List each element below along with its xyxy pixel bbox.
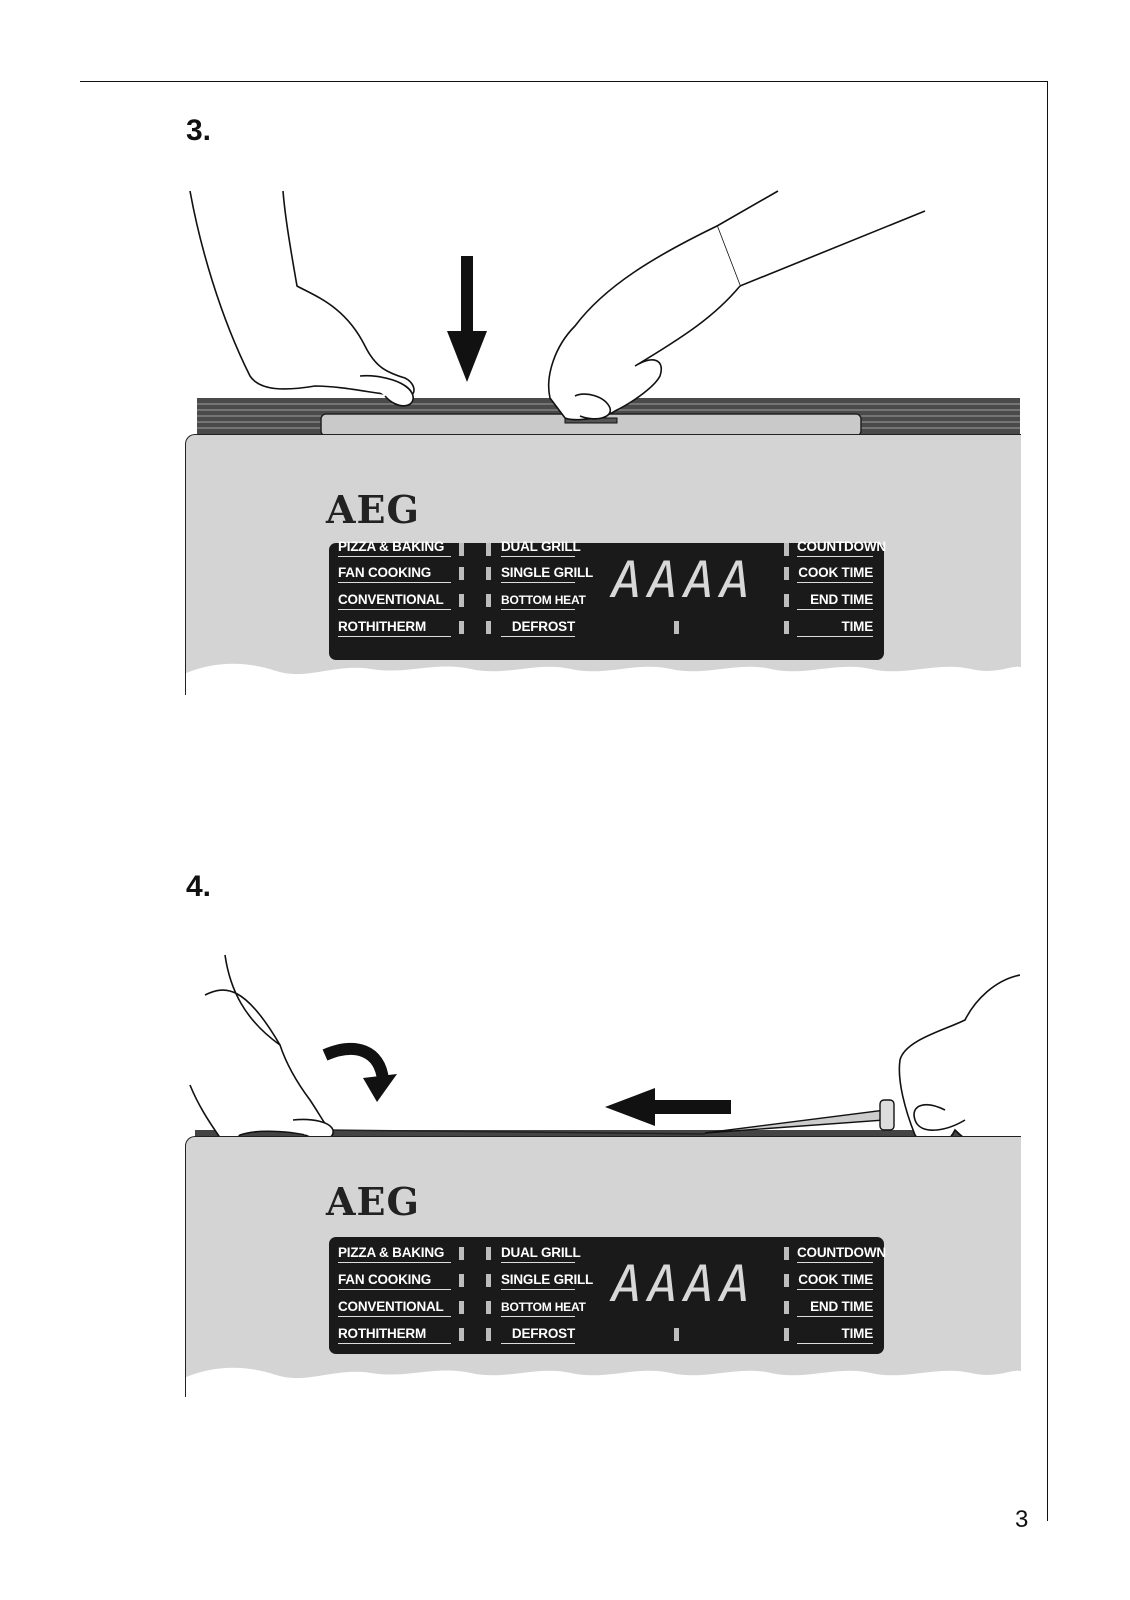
aeg-logo: AEG (326, 1179, 420, 1224)
label-fan-cooking: FAN COOKING (338, 1272, 451, 1290)
indicator (459, 1328, 464, 1341)
right-sleeve (716, 190, 926, 288)
step-3-illustration: AEG PIZZA & BAKING FAN COOKING CONVENTIO… (185, 186, 1021, 706)
indicator (486, 567, 491, 580)
indicator (459, 621, 464, 634)
indicator (784, 1247, 789, 1260)
label-rothitherm: ROTHITHERM (338, 1326, 451, 1344)
indicator (486, 594, 491, 607)
screwdriver-icon (704, 1109, 886, 1134)
page-right-rule (1047, 81, 1048, 1521)
panel-cutoff-wave (186, 663, 1021, 695)
label-bottom-heat: BOTTOM HEAT (501, 1299, 586, 1317)
label-dual-grill: DUAL GRILL (501, 1245, 581, 1263)
step-4-drawing (189, 954, 1020, 1153)
label-defrost: DEFROST (501, 619, 575, 637)
seven-segment-display: AAAA (612, 551, 757, 609)
indicator (459, 567, 464, 580)
indicator (486, 1247, 491, 1260)
label-rothitherm: ROTHITHERM (338, 619, 451, 637)
indicator (784, 594, 789, 607)
indicator (674, 1328, 679, 1341)
curved-arrow-icon (322, 1043, 389, 1082)
oven-front-panel: AEG PIZZA & BAKING FAN COOKING CONVENTIO… (185, 1136, 1021, 1397)
indicator (459, 1274, 464, 1287)
indicator (486, 1274, 491, 1287)
label-defrost: DEFROST (501, 1326, 575, 1344)
label-conventional: CONVENTIONAL (338, 1299, 451, 1317)
indicator (459, 543, 464, 556)
oven-front-panel: AEG PIZZA & BAKING FAN COOKING CONVENTIO… (185, 434, 1021, 695)
page-top-rule (80, 81, 1048, 82)
page-number: 3 (1015, 1506, 1029, 1533)
step-4-illustration: AEG PIZZA & BAKING FAN COOKING CONVENTIO… (185, 950, 1021, 1470)
control-panel: PIZZA & BAKING FAN COOKING CONVENTIONAL … (329, 539, 886, 660)
indicator (486, 621, 491, 634)
step-3-number: 3. (186, 114, 212, 147)
indicator (784, 543, 789, 556)
seven-segment-display: AAAA (612, 1255, 757, 1313)
left-hand-icon (189, 954, 333, 1148)
label-time: TIME (797, 619, 873, 637)
indicator (674, 621, 679, 634)
label-end-time: END TIME (797, 1299, 873, 1317)
label-conventional: CONVENTIONAL (338, 592, 451, 610)
label-dual-grill: DUAL GRILL (501, 539, 581, 557)
left-arrow-icon (653, 1100, 731, 1114)
indicator (459, 1301, 464, 1314)
label-end-time: END TIME (797, 592, 873, 610)
step-4-number: 4. (186, 870, 212, 903)
indicator (459, 594, 464, 607)
indicator (784, 1274, 789, 1287)
label-time: TIME (797, 1326, 873, 1344)
indicator (459, 1247, 464, 1260)
indicator (784, 567, 789, 580)
indicator (486, 543, 491, 556)
control-panel: PIZZA & BAKING FAN COOKING CONVENTIONAL … (329, 1237, 886, 1354)
indicator (486, 1301, 491, 1314)
panel-cutoff-wave (186, 1367, 1021, 1397)
label-pizza-baking: PIZZA & BAKING (338, 1245, 451, 1263)
label-bottom-heat: BOTTOM HEAT (501, 592, 586, 610)
right-hand-icon (547, 225, 741, 421)
indicator (784, 1328, 789, 1341)
down-arrow-icon (461, 256, 473, 336)
label-cook-time: COOK TIME (797, 1272, 873, 1290)
aeg-logo: AEG (326, 487, 420, 532)
indicator (784, 1301, 789, 1314)
label-countdown: COUNTDOWN (797, 1245, 886, 1263)
label-countdown: COUNTDOWN (797, 539, 886, 557)
indicator (784, 621, 789, 634)
label-pizza-baking: PIZZA & BAKING (338, 539, 451, 557)
step-3-drawing (189, 190, 1020, 437)
indicator (486, 1328, 491, 1341)
label-single-grill: SINGLE GRILL (501, 1272, 593, 1290)
label-fan-cooking: FAN COOKING (338, 565, 451, 583)
left-hand-icon (189, 190, 415, 397)
label-single-grill: SINGLE GRILL (501, 565, 593, 583)
label-cook-time: COOK TIME (797, 565, 873, 583)
